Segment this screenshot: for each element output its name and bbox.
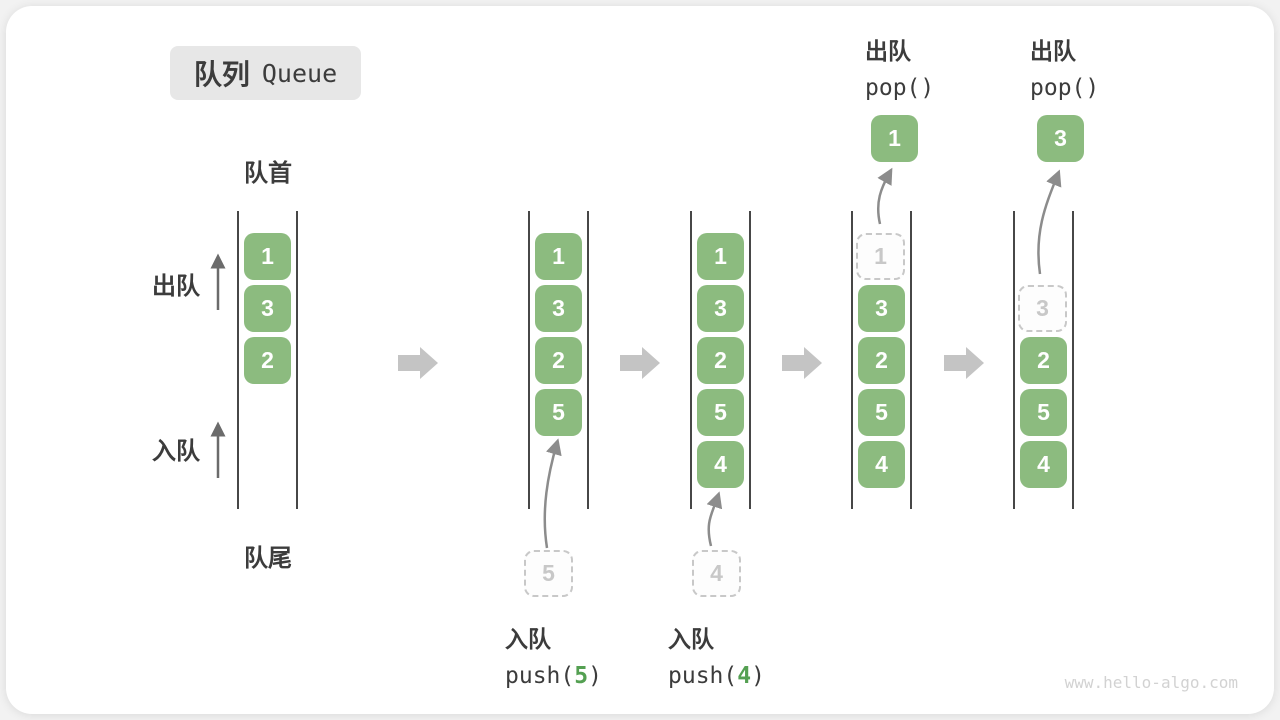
queue-state-2: 1 3 2 5 <box>528 211 589 509</box>
queue-rail <box>587 211 589 509</box>
queue-cell: 4 <box>697 441 744 488</box>
queue-cell: 1 <box>535 233 582 280</box>
op-label-pop1: 出队 pop() <box>865 32 934 101</box>
watermark: www.hello-algo.com <box>1064 673 1238 692</box>
op-label-pop3: 出队 pop() <box>1030 32 1099 101</box>
queue-rail <box>1072 211 1074 509</box>
staged-value-box: 4 <box>692 550 741 597</box>
staged-value-box: 5 <box>524 550 573 597</box>
queue-cell: 4 <box>1020 441 1067 488</box>
queue-cell: 1 <box>697 233 744 280</box>
queue-rail <box>749 211 751 509</box>
queue-cell: 5 <box>697 389 744 436</box>
op-code: push(5) <box>505 663 602 689</box>
queue-cell: 3 <box>697 285 744 332</box>
queue-state-3: 1 3 2 5 4 <box>690 211 751 509</box>
queue-cell-removed: 3 <box>1018 285 1067 332</box>
queue-cell: 2 <box>858 337 905 384</box>
op-code: pop() <box>865 75 935 101</box>
op-label-push4: 入队 push(4) <box>668 620 765 689</box>
queue-cell: 2 <box>697 337 744 384</box>
title-en: Queue <box>261 58 338 88</box>
transition-arrow-icon <box>620 347 660 379</box>
queue-cell: 5 <box>1020 389 1067 436</box>
queue-cell: 1 <box>244 233 291 280</box>
op-code: pop() <box>1030 75 1100 101</box>
queue-rail <box>237 211 239 509</box>
title-zh: 队列 <box>193 59 250 90</box>
transition-arrow-icon <box>944 347 984 379</box>
label-enqueue-side: 入队 <box>152 438 200 465</box>
label-queue-front: 队首 <box>244 160 292 187</box>
op-name: 入队 <box>668 626 714 652</box>
code-arg: 5 <box>574 663 589 689</box>
queue-rail <box>296 211 298 509</box>
queue-rail <box>851 211 853 509</box>
code-fn: ) <box>751 663 765 689</box>
queue-rail <box>910 211 912 509</box>
queue-cell: 4 <box>858 441 905 488</box>
queue-rail <box>1013 211 1015 509</box>
queue-cell: 2 <box>1020 337 1067 384</box>
label-dequeue-side: 出队 <box>152 273 200 300</box>
queue-cell: 5 <box>535 389 582 436</box>
diagram-title: 队列 Queue <box>170 46 361 100</box>
queue-state-5: 3 2 5 4 <box>1013 211 1074 509</box>
queue-cell: 2 <box>535 337 582 384</box>
code-arg: 4 <box>737 663 752 689</box>
queue-cell: 3 <box>535 285 582 332</box>
label-queue-rear: 队尾 <box>244 545 292 572</box>
queue-rail <box>690 211 692 509</box>
queue-cell-removed: 1 <box>856 233 905 280</box>
queue-cell: 2 <box>244 337 291 384</box>
queue-rail <box>528 211 530 509</box>
op-name: 出队 <box>1030 38 1076 64</box>
popped-value-box: 3 <box>1037 115 1084 162</box>
code-fn: push( <box>668 663 738 689</box>
op-code: push(4) <box>668 663 765 689</box>
code-fn: ) <box>588 663 602 689</box>
op-name: 入队 <box>505 626 551 652</box>
transition-arrow-icon <box>782 347 822 379</box>
code-fn: push( <box>505 663 575 689</box>
queue-cell: 3 <box>858 285 905 332</box>
queue-state-4: 1 3 2 5 4 <box>851 211 912 509</box>
queue-cell: 3 <box>244 285 291 332</box>
queue-cell: 5 <box>858 389 905 436</box>
op-label-push5: 入队 push(5) <box>505 620 602 689</box>
popped-value-box: 1 <box>871 115 918 162</box>
transition-arrow-icon <box>398 347 438 379</box>
op-name: 出队 <box>865 38 911 64</box>
queue-state-1: 1 3 2 <box>237 211 298 509</box>
